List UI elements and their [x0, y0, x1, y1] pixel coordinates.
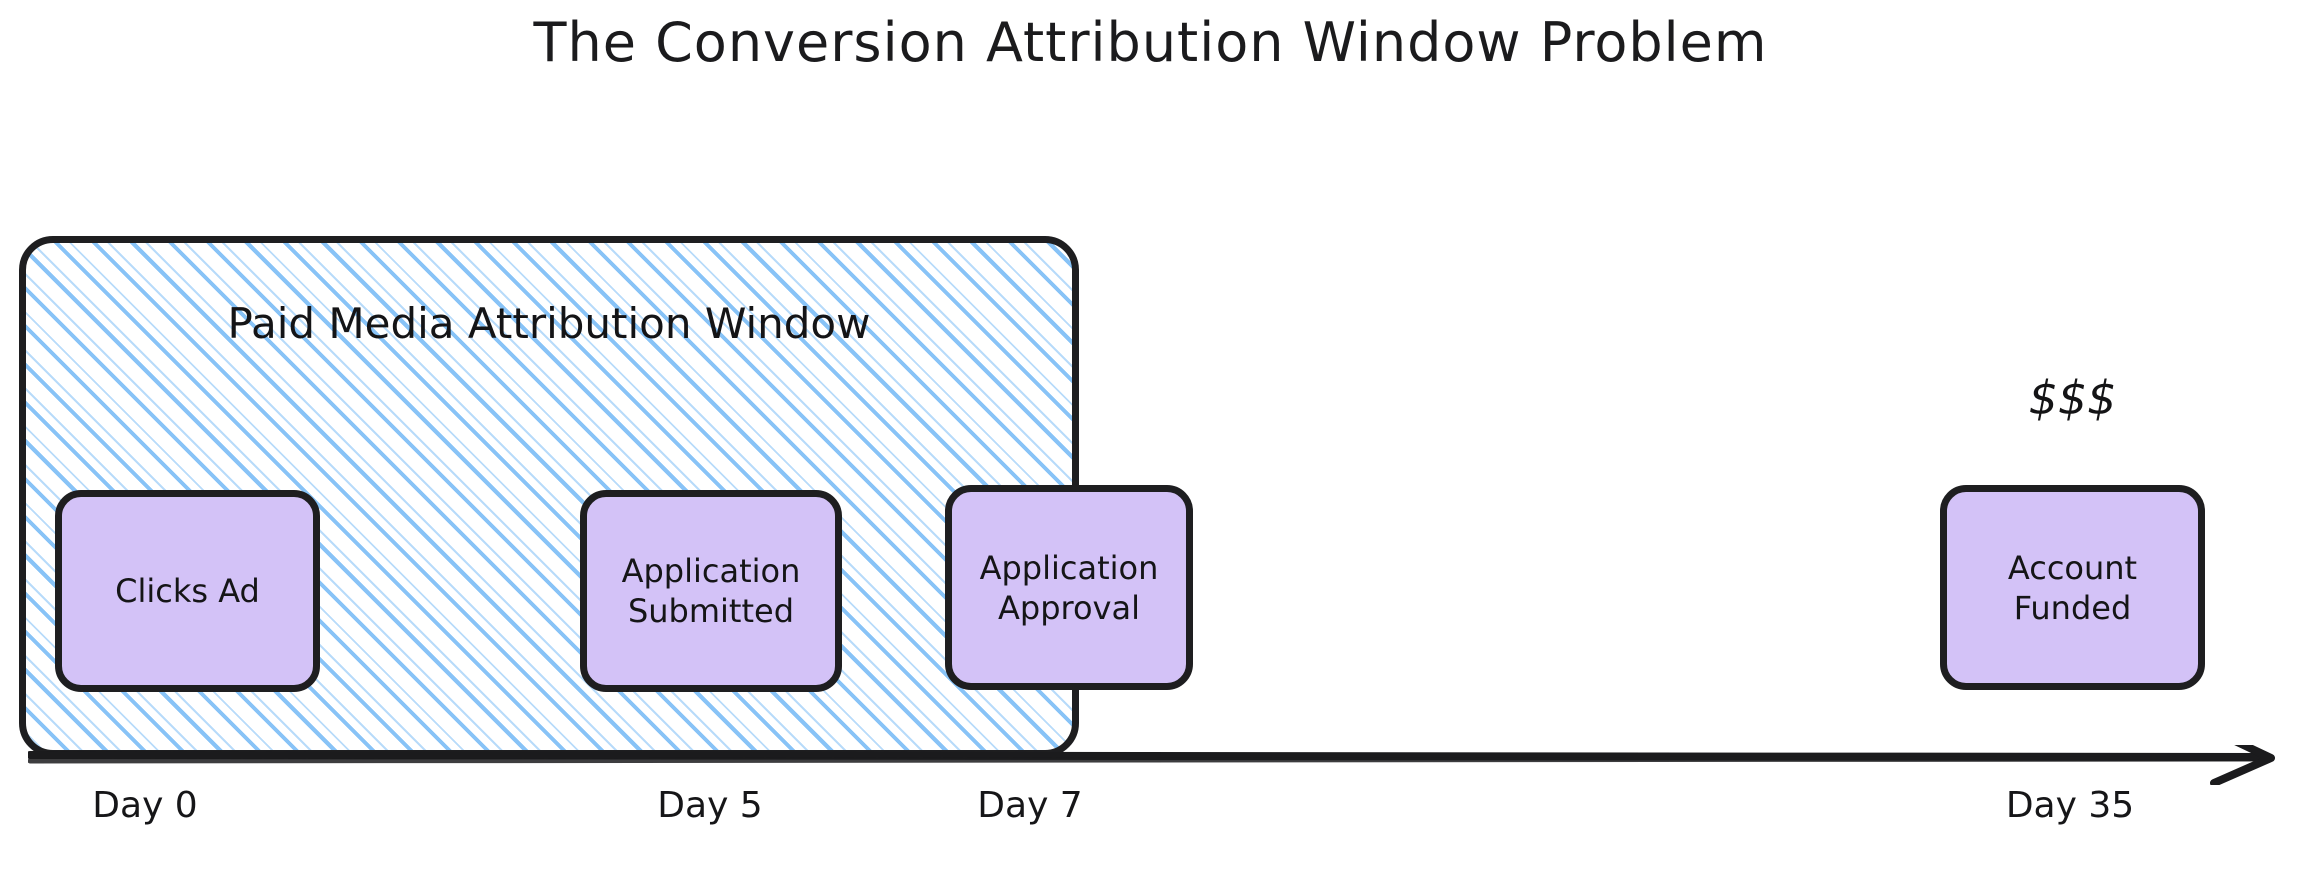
timeline-axis — [28, 745, 2276, 785]
timeline-tick-day-7: Day 7 — [977, 785, 1083, 826]
node-account-funded-label-line1: Account — [2007, 548, 2138, 587]
timeline-tick-day-0: Day 0 — [92, 785, 198, 826]
timeline-tick-day-5: Day 5 — [657, 785, 763, 826]
node-application-approval[interactable]: Application Approval — [945, 485, 1193, 690]
node-clicks-ad[interactable]: Clicks Ad — [55, 490, 320, 692]
timeline-tick-day-35: Day 35 — [2005, 785, 2135, 826]
node-application-submitted-label-line1: Application — [621, 552, 801, 590]
node-account-funded-label-line2: Funded — [2013, 588, 2132, 627]
node-application-submitted[interactable]: Application Submitted — [580, 490, 842, 692]
node-clicks-ad-label: Clicks Ad — [115, 572, 260, 610]
attribution-window-label: Paid Media Attribution Window — [227, 299, 871, 348]
page-title: The Conversion Attribution Window Proble… — [533, 11, 1768, 74]
timeline-arrow-icon — [28, 745, 2275, 785]
node-application-submitted-label-line2: Submitted — [627, 592, 795, 630]
node-application-approval-label-line1: Application — [979, 548, 1159, 587]
money-annotation: $$$ — [2028, 371, 2117, 425]
node-application-approval-label-line2: Approval — [998, 588, 1140, 627]
node-account-funded[interactable]: Account Funded — [1940, 485, 2205, 690]
